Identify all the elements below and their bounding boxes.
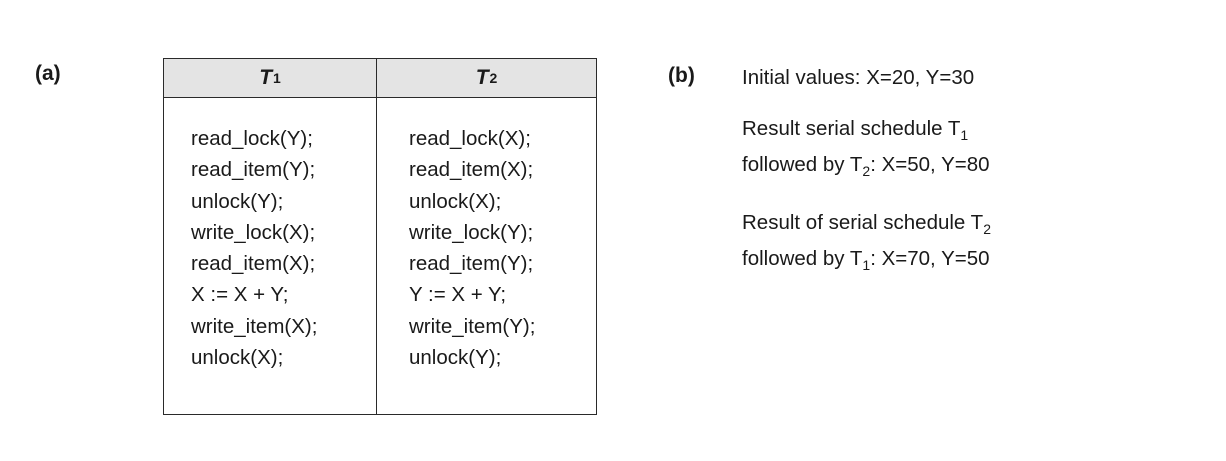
schedule-1-line-2: followed by T2: X=50, Y=80 <box>742 150 991 186</box>
t1-op: write_item(X); <box>191 314 318 338</box>
schedule-2-line-1-text: Result of serial schedule T <box>742 211 984 234</box>
schedule-2-line-1-sub: 2 <box>983 221 991 237</box>
schedule-2-line-2-text: followed by T <box>742 247 863 270</box>
schedule-1-line-1: Result serial schedule T1 <box>742 114 991 150</box>
t2-op: write_lock(Y); <box>409 220 534 244</box>
header-t2-subscript: 2 <box>489 70 498 86</box>
schedule-1-result: : X=50, Y=80 <box>870 153 990 176</box>
t2-operations: read_lock(X); read_item(X); unlock(X); w… <box>377 98 596 373</box>
t1-op: unlock(Y); <box>191 189 284 213</box>
t1-operations: read_lock(Y); read_item(Y); unlock(Y); w… <box>164 98 376 373</box>
t1-op: read_lock(Y); <box>191 127 313 150</box>
t2-op: Y := X + Y; <box>409 283 507 307</box>
header-t1-letter: T <box>259 66 273 89</box>
header-t1-subscript: 1 <box>273 70 281 86</box>
initial-values-text: Initial values: X=20, Y=30 <box>742 66 975 89</box>
schedule-2-line-2: followed by T1: X=70, Y=50 <box>742 244 991 280</box>
t1-op: read_item(X); <box>191 252 316 276</box>
t2-op: read_item(X); <box>409 158 534 182</box>
schedule-1-line-2-sub: 2 <box>862 163 871 179</box>
serial-schedule-t1-t2: Result serial schedule T1 followed by T2… <box>742 114 991 186</box>
header-t2-letter: T <box>475 66 489 89</box>
t1-op: write_lock(X); <box>191 220 316 244</box>
initial-values-block: Initial values: X=20, Y=30 <box>742 63 991 92</box>
panel-a-label: (a) <box>35 62 61 85</box>
t2-column: read_lock(X); read_item(X); unlock(X); w… <box>377 98 596 414</box>
t1-op: X := X + Y; <box>191 283 289 307</box>
schedule-1-line-1-text: Result serial schedule T <box>742 117 961 140</box>
serial-schedule-t2-t1: Result of serial schedule T2 followed by… <box>742 208 991 280</box>
t1-op: read_item(Y); <box>191 158 316 182</box>
table-body: read_lock(Y); read_item(Y); unlock(Y); w… <box>164 98 596 414</box>
t1-op: unlock(X); <box>191 346 284 370</box>
schedule-2-result: : X=70, Y=50 <box>870 247 990 270</box>
schedule-1-line-2-text: followed by T <box>742 153 863 176</box>
t2-op: read_lock(X); <box>409 127 531 150</box>
schedule-2-line-2-sub: 1 <box>862 257 871 273</box>
t2-op: unlock(X); <box>409 189 502 213</box>
panel-b-label: (b) <box>668 64 695 87</box>
panel-b-results: Initial values: X=20, Y=30 Result serial… <box>742 63 991 302</box>
t2-op: read_item(Y); <box>409 252 534 276</box>
schedule-2-line-1: Result of serial schedule T2 <box>742 208 991 244</box>
t1-column: read_lock(Y); read_item(Y); unlock(Y); w… <box>164 98 377 414</box>
t2-op: write_item(Y); <box>409 314 536 338</box>
schedule-1-line-1-sub: 1 <box>960 127 969 143</box>
t2-op: unlock(Y); <box>409 346 502 370</box>
